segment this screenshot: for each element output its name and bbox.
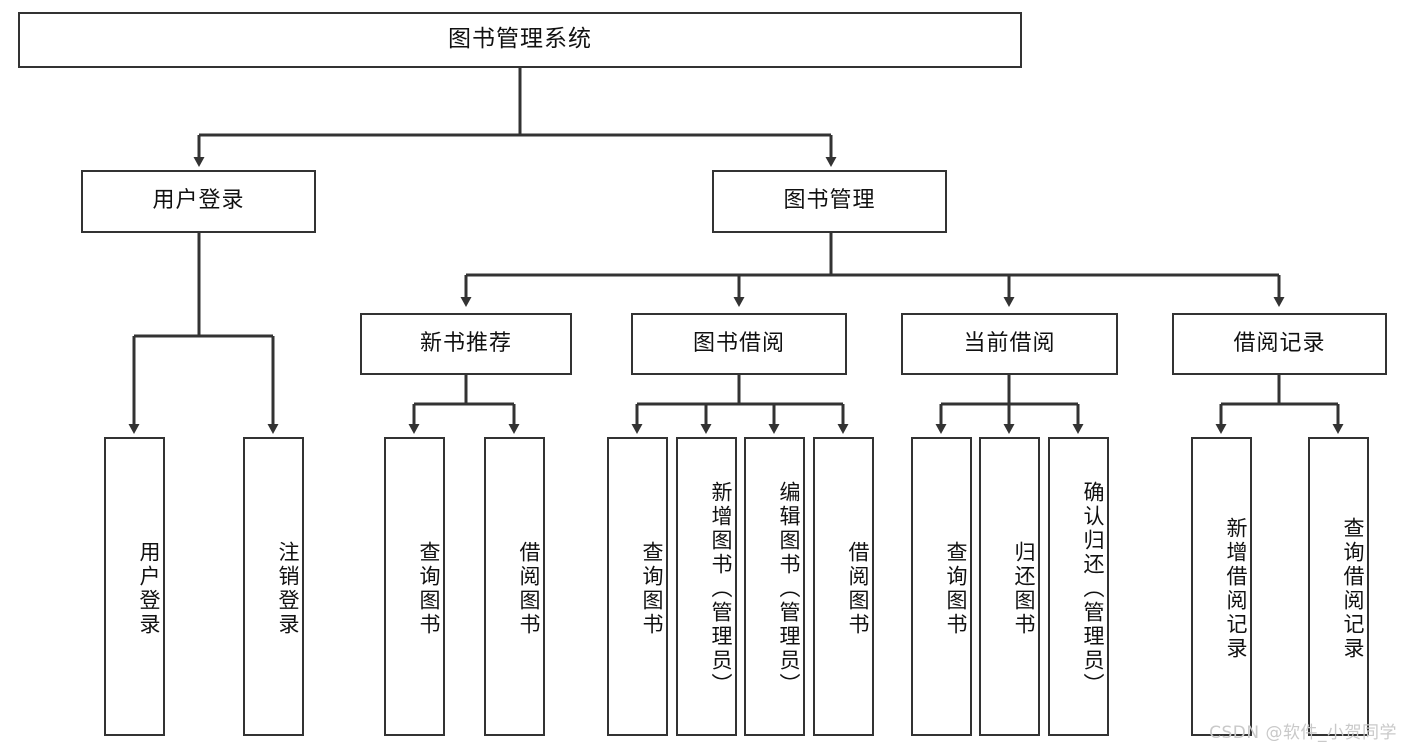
leaf-borrow-record-add[interactable]: 新增借阅记录 <box>1191 437 1252 736</box>
node-current-borrow[interactable]: 当前借阅 <box>901 313 1118 375</box>
csdn-watermark: CSDN @软件_小贺同学 <box>1209 723 1397 743</box>
node-current-borrow-label: 当前借阅 <box>963 330 1056 356</box>
node-book-management-label: 图书管理 <box>783 188 876 214</box>
leaf-label: 用户登录 <box>137 540 161 637</box>
node-root-system[interactable]: 图书管理系统 <box>18 12 1022 68</box>
leaf-label: 注销登录 <box>276 540 300 637</box>
leaf-user-login-login[interactable]: 用户登录 <box>104 437 165 736</box>
leaf-label: 确认归还（管理员） <box>1081 480 1105 697</box>
leaf-book-borrow-query[interactable]: 查询图书 <box>607 437 668 736</box>
node-book-borrow-label: 图书借阅 <box>692 330 785 356</box>
leaf-current-borrow-confirm-return[interactable]: 确认归还（管理员） <box>1048 437 1109 736</box>
node-user-login-label: 用户登录 <box>152 188 245 214</box>
leaf-label: 借阅图书 <box>846 540 870 637</box>
leaf-book-borrow-edit[interactable]: 编辑图书（管理员） <box>744 437 805 736</box>
leaf-current-borrow-query[interactable]: 查询图书 <box>911 437 972 736</box>
node-book-borrow[interactable]: 图书借阅 <box>631 313 847 375</box>
leaf-label: 查询图书 <box>417 540 441 637</box>
leaf-new-book-borrow[interactable]: 借阅图书 <box>484 437 545 736</box>
node-borrow-record-label: 借阅记录 <box>1233 330 1326 356</box>
node-root-label: 图书管理系统 <box>448 26 592 53</box>
leaf-book-borrow-borrow[interactable]: 借阅图书 <box>813 437 874 736</box>
leaf-label: 归还图书 <box>1012 540 1036 637</box>
node-new-book-recommend[interactable]: 新书推荐 <box>360 313 572 375</box>
leaf-borrow-record-query[interactable]: 查询借阅记录 <box>1308 437 1369 736</box>
node-book-management[interactable]: 图书管理 <box>712 170 947 233</box>
node-user-login[interactable]: 用户登录 <box>81 170 316 233</box>
leaf-label: 借阅图书 <box>517 540 541 637</box>
leaf-user-login-logout[interactable]: 注销登录 <box>243 437 304 736</box>
leaf-label: 新增借阅记录 <box>1224 516 1248 661</box>
node-new-book-recommend-label: 新书推荐 <box>419 330 512 356</box>
leaf-label: 编辑图书（管理员） <box>777 480 801 697</box>
leaf-label: 新增图书（管理员） <box>709 480 733 697</box>
leaf-label: 查询借阅记录 <box>1341 516 1365 661</box>
leaf-current-borrow-return[interactable]: 归还图书 <box>979 437 1040 736</box>
leaf-label: 查询图书 <box>640 540 664 637</box>
leaf-book-borrow-add[interactable]: 新增图书（管理员） <box>676 437 737 736</box>
leaf-new-book-query[interactable]: 查询图书 <box>384 437 445 736</box>
node-borrow-record[interactable]: 借阅记录 <box>1172 313 1387 375</box>
leaf-label: 查询图书 <box>944 540 968 637</box>
